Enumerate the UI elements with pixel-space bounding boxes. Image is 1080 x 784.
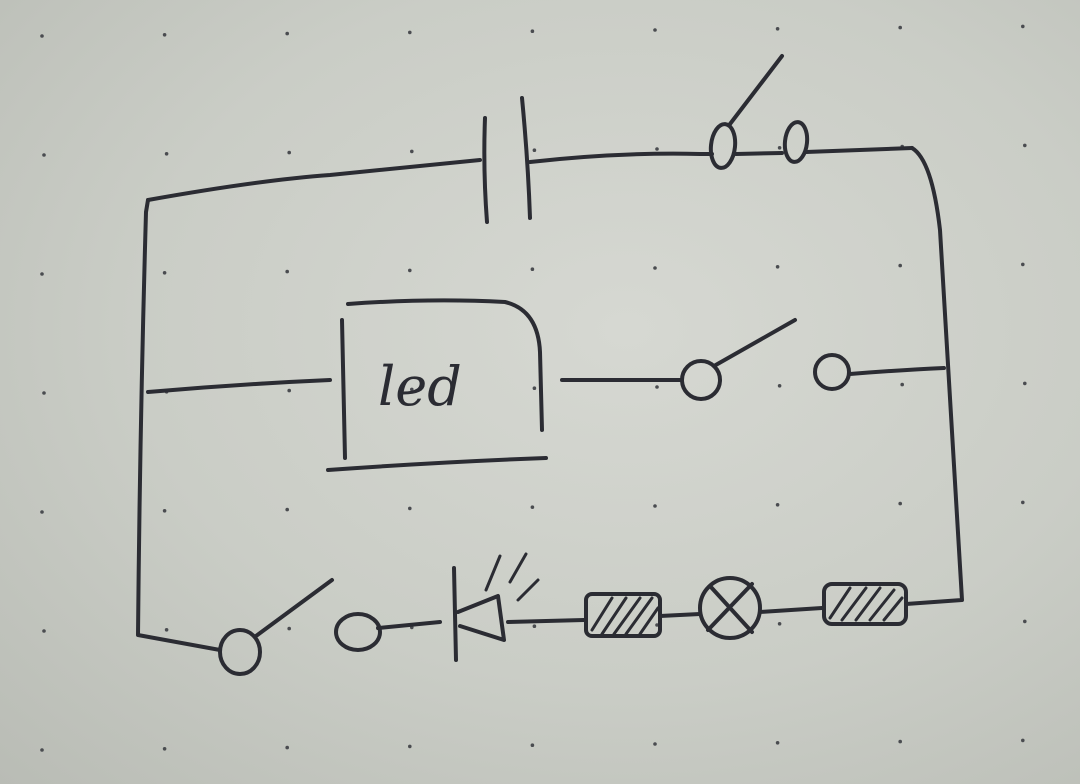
grid-dot bbox=[1023, 381, 1027, 386]
grid-dot bbox=[530, 29, 535, 33]
grid-dot bbox=[775, 27, 780, 31]
resistor-1 bbox=[584, 592, 662, 638]
grid-dot bbox=[777, 622, 782, 626]
bottom-switch[interactable] bbox=[218, 578, 382, 676]
grid-dot bbox=[42, 629, 46, 633]
grid-dot bbox=[532, 148, 537, 152]
grid-dot bbox=[1021, 738, 1025, 743]
grid-dot bbox=[898, 501, 902, 506]
middle-branch-wires bbox=[146, 366, 946, 394]
grid-dot bbox=[655, 623, 659, 627]
switch-icon bbox=[218, 578, 382, 676]
lamp bbox=[698, 576, 762, 640]
grid-dot bbox=[162, 33, 167, 37]
grid-dot bbox=[40, 272, 44, 276]
grid-dot bbox=[40, 748, 44, 752]
grid-dot bbox=[898, 263, 902, 268]
grid-dot bbox=[287, 150, 292, 155]
grid-dot bbox=[408, 268, 412, 273]
led-diode-icon bbox=[452, 552, 540, 662]
grid-dot bbox=[40, 510, 44, 514]
grid-dot bbox=[164, 628, 169, 632]
grid-dot bbox=[40, 34, 44, 38]
grid-dot bbox=[775, 265, 780, 269]
module-label: led bbox=[378, 355, 462, 418]
grid-dot bbox=[42, 391, 46, 395]
grid-dot bbox=[777, 146, 782, 150]
grid-dot bbox=[532, 624, 537, 628]
resistor-2 bbox=[822, 582, 908, 626]
resistor-icon bbox=[584, 592, 662, 638]
led-module: led bbox=[326, 298, 548, 472]
grid-dot bbox=[162, 747, 167, 751]
grid-dot bbox=[287, 388, 292, 393]
grid-dot bbox=[655, 385, 659, 389]
grid-dot bbox=[1023, 619, 1027, 624]
grid-dot bbox=[42, 153, 46, 157]
grid-dot bbox=[287, 626, 292, 631]
switch-icon bbox=[680, 318, 851, 401]
grid-dot bbox=[530, 743, 535, 747]
bottom-branch-wires bbox=[376, 606, 824, 630]
grid-dot bbox=[900, 382, 904, 387]
battery-icon bbox=[482, 96, 532, 224]
grid-dot bbox=[898, 739, 902, 744]
grid-dot bbox=[777, 384, 782, 388]
top-branch-wires bbox=[146, 146, 914, 202]
grid-dot bbox=[162, 271, 167, 275]
grid-dot bbox=[775, 503, 780, 507]
grid-dot bbox=[1021, 24, 1025, 29]
grid-dot bbox=[410, 387, 414, 392]
grid-dot bbox=[408, 506, 412, 511]
lamp-icon bbox=[698, 576, 762, 640]
grid-dot bbox=[530, 505, 535, 510]
grid-dot bbox=[775, 741, 780, 745]
grid-dot bbox=[408, 744, 412, 749]
outer-frame bbox=[136, 146, 964, 652]
grid-dot bbox=[532, 386, 537, 391]
middle-switch[interactable] bbox=[680, 318, 851, 401]
grid-dot bbox=[408, 30, 412, 35]
switch-icon bbox=[708, 54, 810, 170]
grid-dot bbox=[655, 147, 659, 151]
grid-dot bbox=[898, 25, 902, 30]
grid-dot bbox=[653, 504, 657, 508]
top-switch[interactable] bbox=[708, 54, 810, 170]
resistor-icon bbox=[822, 582, 908, 626]
grid-dot bbox=[162, 509, 167, 513]
grid-dot bbox=[285, 507, 290, 512]
grid-dot bbox=[164, 152, 169, 156]
grid-dot bbox=[285, 31, 290, 36]
grid-dot bbox=[653, 742, 657, 746]
grid-dot bbox=[285, 269, 290, 274]
grid-dot bbox=[1021, 500, 1025, 505]
grid-dot bbox=[653, 266, 657, 270]
battery bbox=[482, 96, 532, 224]
grid-dot bbox=[285, 745, 290, 750]
module-box-icon bbox=[326, 298, 548, 472]
grid-dot bbox=[410, 149, 414, 154]
led-diode bbox=[452, 552, 540, 662]
grid-dot bbox=[1023, 143, 1027, 148]
grid-dot bbox=[653, 28, 657, 32]
grid-dot bbox=[1021, 262, 1025, 267]
grid-dot bbox=[530, 267, 535, 272]
